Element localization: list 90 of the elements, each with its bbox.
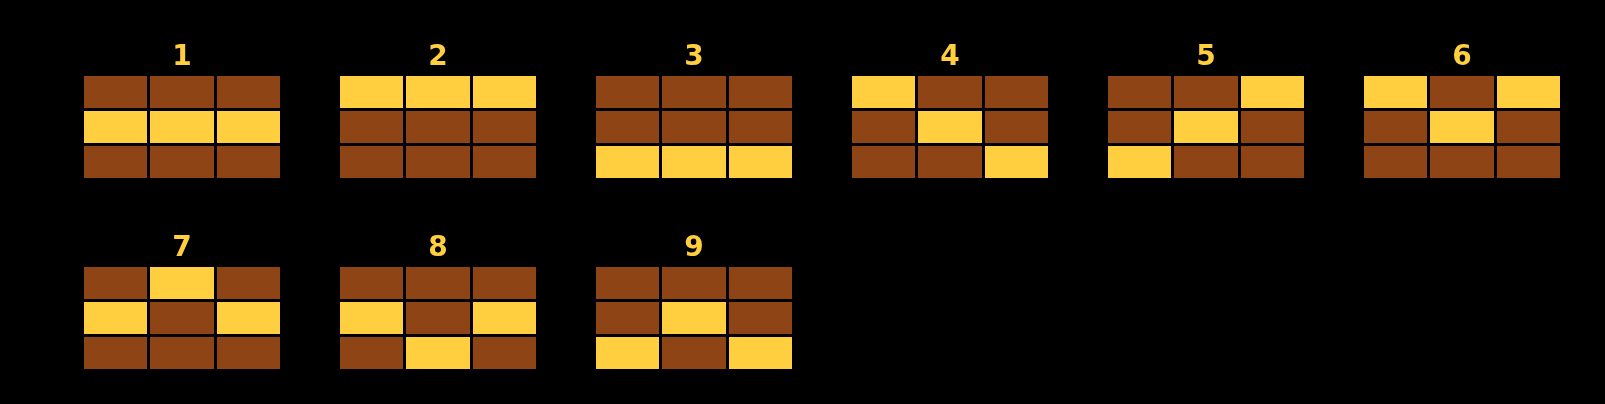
grid-cell: [1174, 76, 1238, 108]
grid-cell: [340, 267, 404, 299]
highlighted-cell: [216, 302, 280, 334]
grid-cell: [1108, 111, 1172, 143]
grid-cell: [340, 146, 404, 178]
grid-cell: [84, 76, 148, 108]
highlighted-cell: [472, 76, 536, 108]
grid-cell: [150, 302, 214, 334]
grid-cell: [918, 76, 982, 108]
grid-cell: [84, 267, 148, 299]
highlighted-cell: [472, 302, 536, 334]
payline-number: 5: [1196, 40, 1216, 72]
grid-cell: [728, 267, 792, 299]
highlighted-cell: [918, 111, 982, 143]
grid-cell: [1496, 111, 1560, 143]
grid-cell: [84, 337, 148, 369]
grid-cell: [596, 111, 660, 143]
highlighted-cell: [1430, 111, 1494, 143]
grid-cell: [406, 111, 470, 143]
grid-cell: [596, 76, 660, 108]
payline-number: 6: [1452, 40, 1472, 72]
grid-cell: [472, 267, 536, 299]
grid-cell: [1364, 146, 1428, 178]
highlighted-cell: [1108, 146, 1172, 178]
payline-number: 8: [428, 231, 448, 263]
grid-cell: [340, 337, 404, 369]
grid-cell: [406, 302, 470, 334]
grid-cell: [472, 337, 536, 369]
grid-cell: [472, 111, 536, 143]
highlighted-cell: [1174, 111, 1238, 143]
grid-cell: [662, 76, 726, 108]
grid-cell: [84, 146, 148, 178]
highlighted-cell: [596, 146, 660, 178]
highlighted-cell: [216, 111, 280, 143]
payline-number: 7: [172, 231, 192, 263]
grid-cell: [596, 302, 660, 334]
grid-cell: [1496, 146, 1560, 178]
highlighted-cell: [406, 337, 470, 369]
grid-cell: [852, 146, 916, 178]
grid-cell: [406, 267, 470, 299]
grid-cell: [1240, 111, 1304, 143]
payline-number: 2: [428, 40, 448, 72]
grid-cell: [984, 111, 1048, 143]
highlighted-cell: [662, 146, 726, 178]
grid-cell: [728, 111, 792, 143]
grid-cell: [150, 146, 214, 178]
payline-number: 9: [684, 231, 704, 263]
grid-cell: [150, 337, 214, 369]
grid-cell: [728, 302, 792, 334]
grid-cell: [596, 267, 660, 299]
payline-number: 3: [684, 40, 704, 72]
grid-cell: [406, 146, 470, 178]
highlighted-cell: [340, 302, 404, 334]
grid-cell: [1430, 76, 1494, 108]
grid-cell: [216, 146, 280, 178]
highlighted-cell: [984, 146, 1048, 178]
highlighted-cell: [340, 76, 404, 108]
highlighted-cell: [84, 302, 148, 334]
grid-cell: [662, 267, 726, 299]
grid-cell: [918, 146, 982, 178]
grid-cell: [728, 76, 792, 108]
highlighted-cell: [150, 111, 214, 143]
grid-cell: [662, 111, 726, 143]
highlighted-cell: [596, 337, 660, 369]
grid-cell: [340, 111, 404, 143]
highlighted-cell: [1496, 76, 1560, 108]
grid-cell: [1174, 146, 1238, 178]
payline-number: 4: [940, 40, 960, 72]
grid-cell: [216, 267, 280, 299]
grid-cell: [150, 76, 214, 108]
payline-number: 1: [172, 40, 192, 72]
grid-cell: [984, 76, 1048, 108]
highlighted-cell: [662, 302, 726, 334]
highlighted-cell: [1240, 76, 1304, 108]
highlighted-cell: [728, 146, 792, 178]
grid-cell: [1240, 146, 1304, 178]
grid-cell: [1364, 111, 1428, 143]
grid-cell: [852, 111, 916, 143]
grid-cell: [472, 146, 536, 178]
grid-cell: [1430, 146, 1494, 178]
highlighted-cell: [852, 76, 916, 108]
highlighted-cell: [150, 267, 214, 299]
grid-cell: [216, 337, 280, 369]
highlighted-cell: [84, 111, 148, 143]
grid-cell: [662, 337, 726, 369]
highlighted-cell: [728, 337, 792, 369]
highlighted-cell: [406, 76, 470, 108]
highlighted-cell: [1364, 76, 1428, 108]
grid-cell: [216, 76, 280, 108]
grid-cell: [1108, 76, 1172, 108]
